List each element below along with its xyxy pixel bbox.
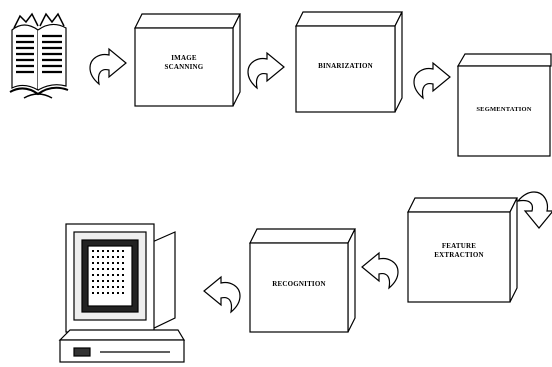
curved-arrow-icon xyxy=(361,252,399,289)
segmentation-label: SEGMENTATION xyxy=(476,106,532,113)
binarization-label: BINARIZATION xyxy=(318,62,373,70)
feature-extraction-box xyxy=(407,197,518,303)
curved-arrow-icon xyxy=(89,48,127,85)
curved-arrow-icon xyxy=(413,62,451,99)
image-scanning-label-line2: SCANNING xyxy=(164,63,204,71)
feature-extraction-label: FEATURE EXTRACTION xyxy=(408,242,510,260)
segmentation-box xyxy=(456,53,552,157)
feature-extraction-label-line1: FEATURE xyxy=(441,242,477,250)
feature-extraction-label-line2: EXTRACTION xyxy=(434,251,484,259)
curved-arrow-icon xyxy=(203,276,241,313)
image-scanning-label-line1: IMAGE xyxy=(171,54,197,62)
computer-monitor-icon xyxy=(58,223,186,363)
curved-arrow-icon xyxy=(517,191,552,229)
binarization-box xyxy=(295,11,403,113)
open-book-icon xyxy=(9,12,69,99)
image-scanning-box xyxy=(134,13,241,107)
recognition-box xyxy=(249,228,356,333)
curved-arrow-icon xyxy=(247,52,285,89)
image-scanning-label: IMAGE SCANNING xyxy=(135,54,233,72)
recognition-label: RECOGNITION xyxy=(272,280,326,288)
